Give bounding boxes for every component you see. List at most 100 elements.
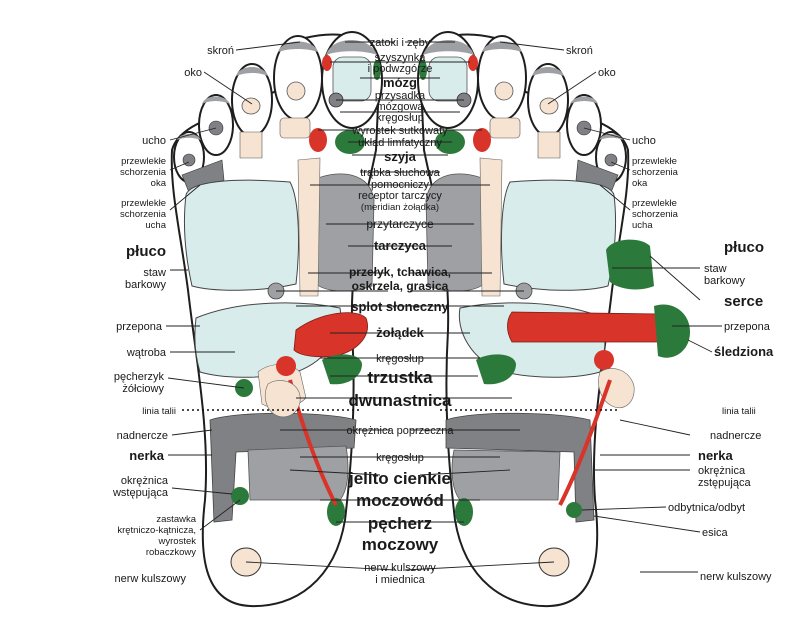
label-prz-ucha-left-2: schorzenia — [120, 209, 167, 220]
label-pecherz-1: pęcherz — [368, 514, 432, 533]
label-pluco-left: płuco — [126, 243, 166, 260]
label-pomocniczy-3: (meridian żołądka) — [361, 202, 439, 213]
label-staw-right-2: barkowy — [704, 275, 745, 287]
left-labels: skroń oko ucho przewlekłe schorzenia oka… — [112, 45, 234, 585]
label-splot: splot słoneczny — [351, 299, 449, 314]
label-nadnercze-left: nadnercze — [117, 430, 168, 442]
right-lung-zone — [501, 179, 617, 291]
label-kregoslup-top: kręgosłup — [376, 112, 424, 124]
label-nerw-kul-2: i miednica — [375, 574, 425, 586]
right-toe5-top — [599, 134, 623, 140]
right-pancreas-red — [594, 350, 614, 370]
label-przelyk-1: przełyk, tchawica, — [349, 265, 451, 279]
leader-lines — [166, 41, 722, 573]
label-prz-oka-left-2: schorzenia — [120, 167, 167, 178]
right-bladder-zone — [455, 498, 473, 526]
label-nadnercze-right: nadnercze — [710, 430, 761, 442]
label-okr-zst-1: okrężnica — [698, 465, 746, 477]
left-toe2-top — [278, 41, 318, 52]
label-ucho-left: ucho — [142, 135, 166, 147]
label-przysadka-2: mózgowa — [376, 101, 424, 113]
label-okr-wst-2: wstępująca — [112, 487, 169, 499]
left-ear-chronic — [181, 159, 225, 196]
left-temple-eye — [241, 97, 261, 115]
label-pecherz-2: moczowy — [362, 535, 439, 554]
left-toe3-base — [239, 131, 263, 159]
right-ear-chronic — [575, 159, 619, 196]
label-oko-left: oko — [184, 67, 202, 79]
right-toe2-base — [489, 117, 521, 139]
label-ucho-right: ucho — [632, 135, 656, 147]
label-szyszynka-2: i podwzgórze — [368, 63, 433, 75]
right-sinus-zone — [423, 40, 474, 55]
left-eye-zone — [286, 81, 306, 101]
left-pancreas-zone — [322, 354, 362, 385]
label-nerw-left: nerw kulszowy — [114, 573, 186, 585]
right-rectum-zone — [566, 502, 582, 518]
label-uklad: układ limfatyczny — [358, 137, 442, 149]
center-labels: zatoki i zęby szyszynka i podwzgórze móz… — [346, 37, 454, 586]
label-prz-ucha-right-1: przewlekłe — [632, 198, 677, 209]
label-jelito: jelito cienkie — [348, 469, 451, 488]
left-brain-green — [373, 60, 381, 80]
label-przepona-right: przepona — [724, 321, 771, 333]
label-dwunastnica: dwunastnica — [349, 391, 453, 410]
label-esica: esica — [702, 527, 729, 539]
left-neck-red — [309, 128, 327, 152]
label-zastawka-3: wyrostek — [158, 536, 197, 547]
label-szyja: szyja — [384, 149, 417, 164]
left-toe5-top — [177, 134, 201, 140]
left-bladder-zone — [327, 498, 345, 526]
label-zastawka-2: krętniczo-kątnicza, — [117, 525, 196, 536]
label-prz-oka-left-3: oka — [151, 178, 167, 189]
label-pecherzyk-1: pęcherzyk — [114, 371, 165, 383]
left-kidney-zone — [265, 380, 301, 418]
label-zatoki: zatoki i zęby — [370, 37, 431, 49]
left-pancreas-red — [276, 356, 296, 376]
label-trabka: trąbka słuchowa — [360, 167, 440, 179]
label-linia-right: linia talii — [722, 406, 756, 417]
label-trzustka: trzustka — [367, 368, 433, 387]
label-okr-wst-1: okrężnica — [121, 475, 169, 487]
left-foot — [170, 31, 383, 608]
label-pomocniczy-2: receptor tarczycy — [358, 190, 442, 202]
right-temple-eye — [539, 97, 559, 115]
right-toe2-top — [482, 41, 522, 52]
label-prz-oka-right-2: schorzenia — [632, 167, 679, 178]
label-sledziona: śledziona — [714, 344, 774, 359]
label-moczowod: moczowód — [356, 491, 444, 510]
right-brain-green — [419, 60, 427, 80]
label-nerka-left: nerka — [129, 448, 164, 463]
label-prz-ucha-right-3: ucha — [632, 220, 653, 231]
right-brain-zone — [428, 56, 468, 102]
left-toe2-base — [279, 117, 311, 139]
label-nerka-right: nerka — [698, 448, 733, 463]
right-thyroid-zone — [425, 173, 485, 292]
label-mozg: mózg — [383, 75, 417, 90]
right-heart-zone — [606, 239, 654, 290]
left-toe4-top — [202, 96, 230, 104]
label-prz-oka-right-1: przewlekłe — [632, 156, 677, 167]
label-linia-left: linia talii — [142, 406, 176, 417]
right-transverse-colon — [445, 412, 595, 523]
label-staw-left-1: staw — [143, 267, 166, 279]
left-liver-zone — [194, 302, 342, 378]
left-sinus-zone — [326, 40, 377, 55]
label-watroba: wątroba — [126, 347, 167, 359]
right-esophagus-zone — [479, 157, 503, 297]
label-staw-right-1: staw — [704, 263, 727, 275]
right-ureter — [558, 379, 612, 506]
label-prz-ucha-left-3: ucha — [145, 220, 166, 231]
right-spleen-zone — [654, 304, 690, 358]
right-eye-zone — [494, 81, 514, 101]
left-esophagus-zone — [297, 157, 321, 297]
label-przysadka-1: przysadka — [375, 90, 426, 102]
label-skron-right: skroń — [566, 45, 593, 57]
left-brain-zone — [332, 56, 372, 102]
label-przepona-left: przepona — [116, 321, 163, 333]
label-skron-left: skroń — [207, 45, 234, 57]
right-toe4-top — [570, 96, 598, 104]
label-zoladek: żołądek — [376, 325, 424, 340]
right-stomach-zone — [507, 311, 670, 343]
label-prz-oka-left-1: przewlekłe — [121, 156, 166, 167]
